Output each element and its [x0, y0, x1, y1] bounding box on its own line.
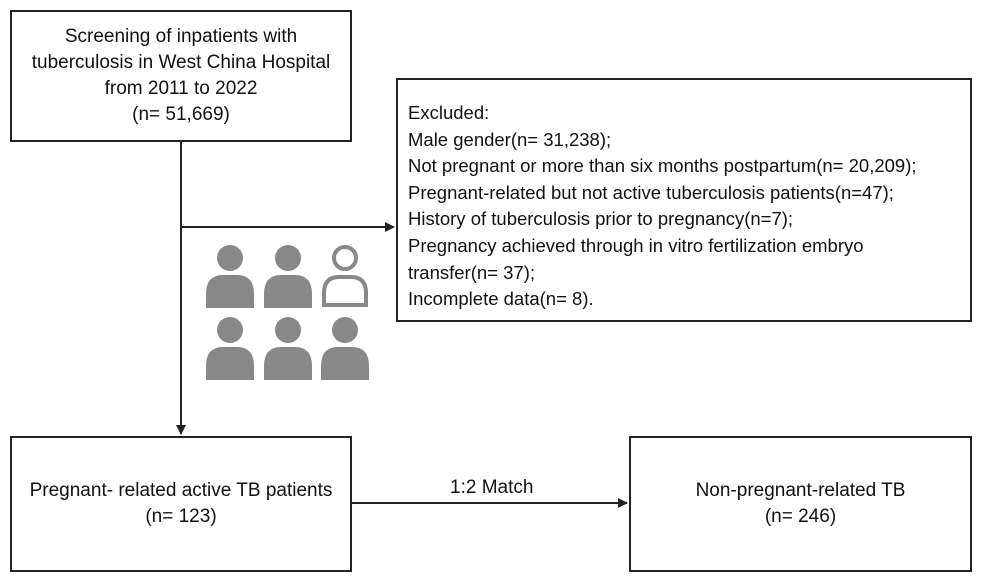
person-filled-icon	[206, 245, 254, 308]
excluded-item: Pregnant-related but not active tubercul…	[408, 181, 894, 203]
pregnant-group-label: Pregnant- related active TB patients	[29, 480, 333, 501]
screening-count: (n= 51,669)	[132, 104, 230, 125]
screening-box: Screening of inpatients with tuberculosi…	[10, 10, 352, 142]
person-filled-icon	[264, 317, 312, 380]
excluded-heading: Excluded:	[408, 102, 490, 123]
excluded-item: Not pregnant or more than six months pos…	[408, 155, 917, 177]
person-outline-icon	[322, 245, 368, 307]
excluded-item: transfer(n= 37);	[408, 261, 535, 283]
person-filled-icon	[206, 317, 254, 380]
non-pregnant-group-count: (n= 246)	[764, 506, 837, 527]
excluded-item: Pregnancy achieved through in vitro fert…	[408, 234, 864, 256]
match-label: 1:2 Match	[450, 477, 534, 498]
person-filled-icon	[264, 245, 312, 308]
non-pregnant-group-label: Non-pregnant-related TB	[695, 480, 906, 501]
non-pregnant-group-box: Non-pregnant-related TB (n= 246)	[629, 436, 972, 572]
pregnant-group-count: (n= 123)	[145, 506, 217, 527]
people-icon-group	[206, 245, 369, 380]
pregnant-group-box: Pregnant- related active TB patients (n=…	[10, 436, 352, 572]
screening-line: Screening of inpatients with	[64, 26, 298, 47]
screening-line: from 2011 to 2022	[104, 78, 258, 99]
excluded-item: Male gender(n= 31,238);	[408, 128, 612, 150]
excluded-item: History of tuberculosis prior to pregnan…	[408, 208, 794, 230]
person-filled-icon	[321, 317, 369, 380]
excluded-box: Excluded: Male gender(n= 31,238); Not pr…	[396, 78, 972, 322]
screening-line: tuberculosis in West China Hospital	[31, 52, 331, 73]
excluded-item: Incomplete data(n= 8).	[408, 288, 594, 310]
